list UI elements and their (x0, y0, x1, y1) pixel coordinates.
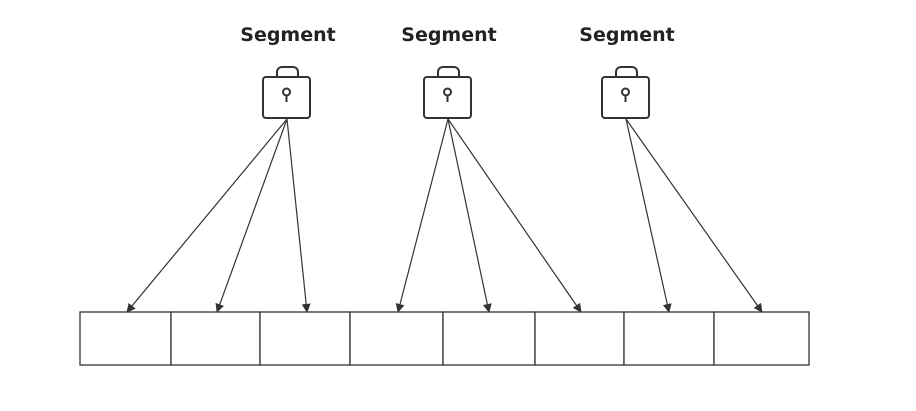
segment-label: Segment (240, 24, 335, 46)
arrow-seg2-cell5 (447, 118, 492, 313)
arrow-group (126, 118, 763, 313)
array-cell-4 (349, 311, 444, 366)
arrow-seg3-cell7 (625, 118, 672, 313)
arrow-seg1-cell2 (215, 118, 288, 313)
bucket-array (79, 311, 810, 366)
arrow-seg3-cell8 (625, 118, 763, 313)
array-cell-8 (713, 311, 810, 366)
lock-icon (262, 66, 311, 119)
array-cell-7 (623, 311, 715, 366)
arrow-seg2-cell4 (395, 118, 449, 313)
array-cell-6 (534, 311, 625, 366)
segment-label: Segment (401, 24, 496, 46)
array-cell-1 (79, 311, 172, 366)
lock-icon (423, 66, 472, 119)
arrow-seg1-cell1 (126, 118, 288, 313)
array-cell-5 (442, 311, 536, 366)
segment-2: Segment (401, 24, 497, 119)
segment-1: Segment (240, 24, 336, 119)
segment-label: Segment (579, 24, 674, 46)
array-cell-2 (170, 311, 261, 366)
arrow-seg1-cell3 (286, 118, 311, 313)
lock-icon (601, 66, 650, 119)
array-cell-3 (259, 311, 351, 366)
segment-3: Segment (579, 24, 675, 119)
arrow-seg2-cell6 (447, 118, 582, 313)
